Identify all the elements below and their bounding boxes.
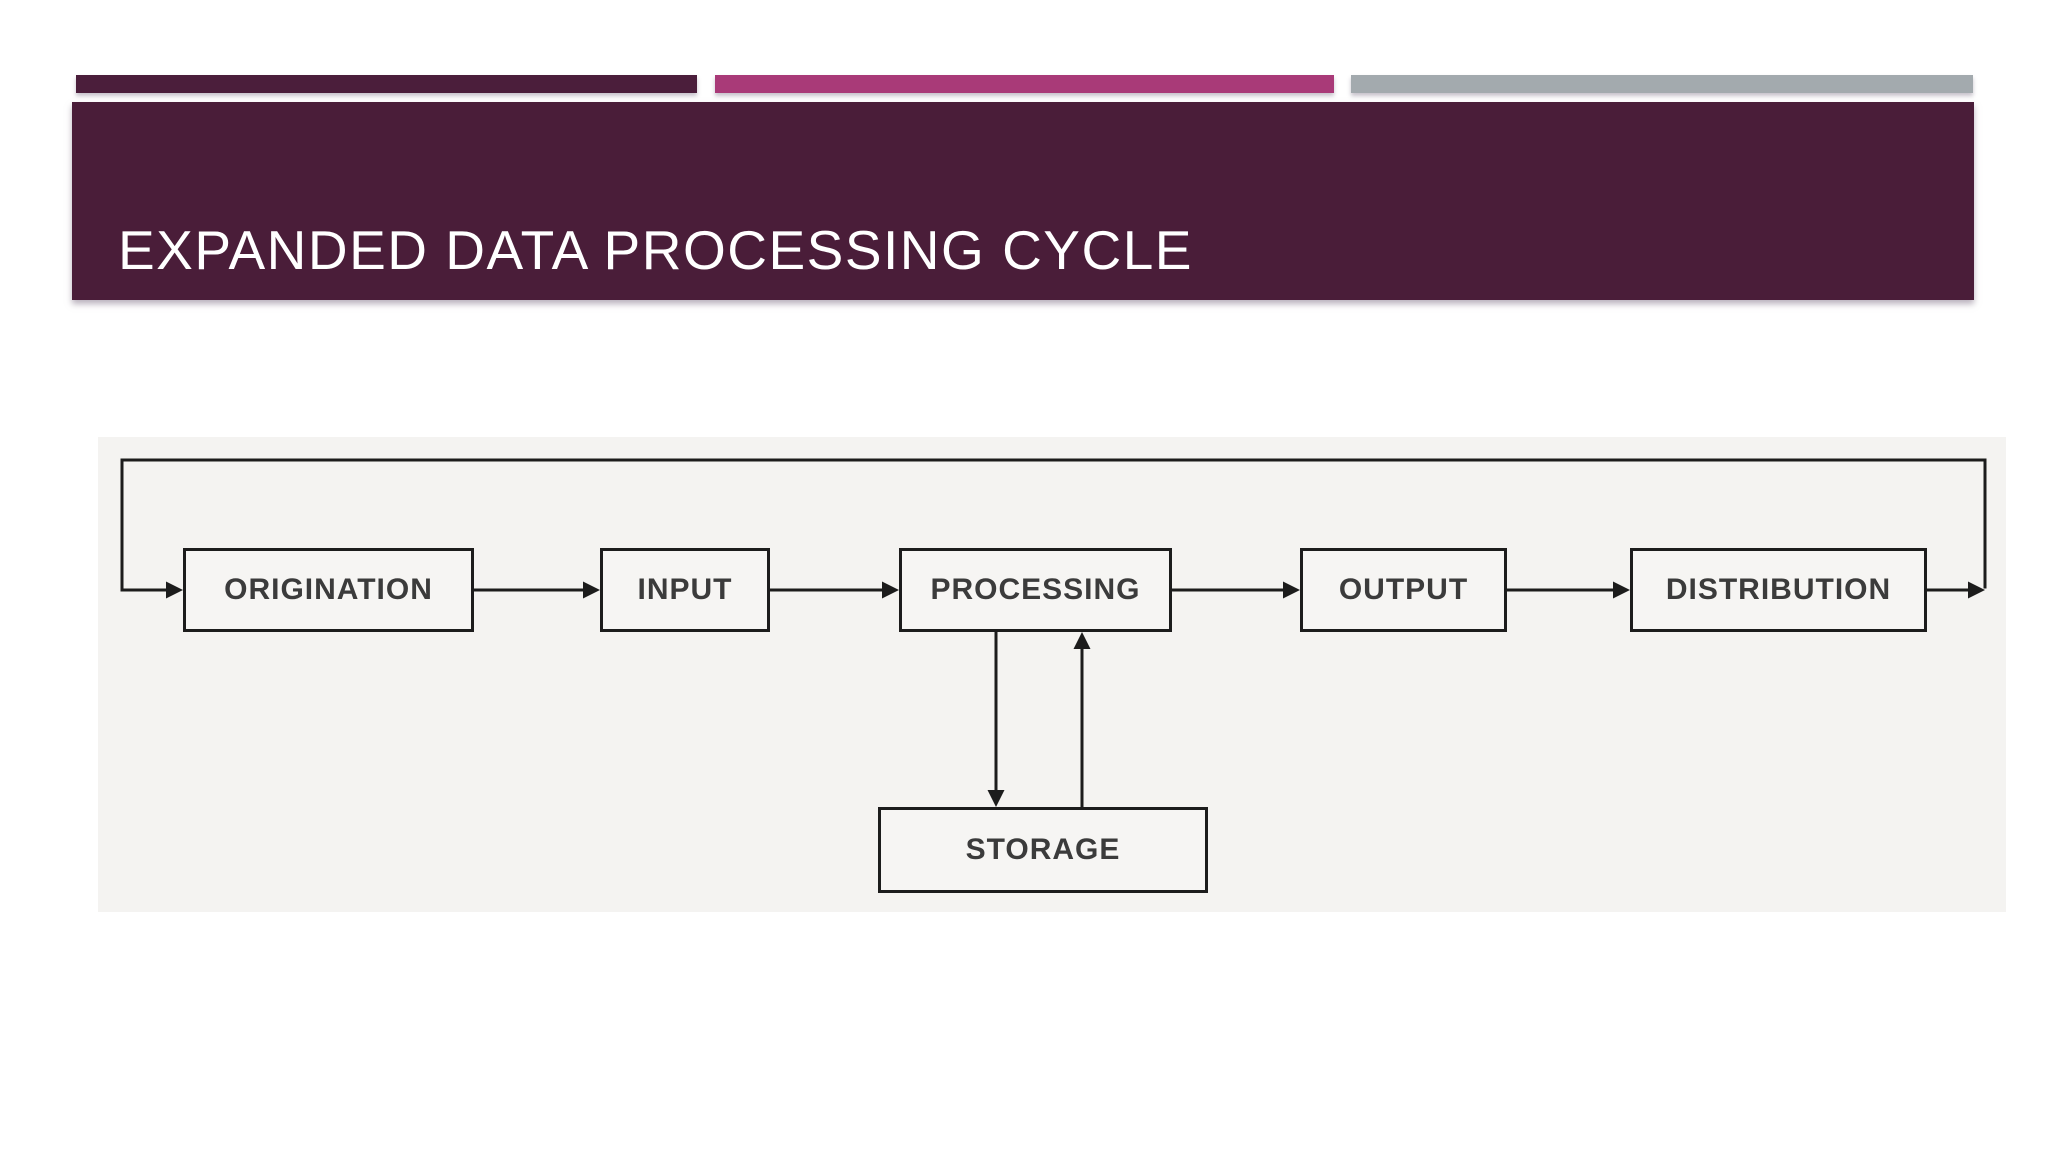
node-processing: PROCESSING [899, 548, 1172, 632]
data-processing-cycle-diagram: ORIGINATION INPUT PROCESSING OUTPUT DIST… [98, 437, 2006, 912]
arrowhead-into-origination [166, 581, 183, 599]
node-output-label: OUTPUT [1338, 573, 1469, 606]
node-distribution: DISTRIBUTION [1630, 548, 1927, 632]
node-storage: STORAGE [878, 807, 1208, 893]
edge-processing-storage [987, 632, 1005, 807]
arrowhead-into-feedback-riser [1968, 581, 1985, 599]
node-distribution-label: DISTRIBUTION [1665, 573, 1892, 606]
accent-bar-gray [1351, 75, 1973, 93]
edge-output-distribution [1507, 581, 1630, 599]
edge-storage-processing [1073, 632, 1091, 807]
edge-input-processing [770, 581, 899, 599]
node-storage-label: STORAGE [965, 833, 1121, 866]
title-banner: EXPANDED DATA PROCESSING CYCLE [72, 102, 1974, 300]
edge-origination-input [474, 581, 600, 599]
edge-feedback-loop [120, 458, 1987, 599]
arrowhead-down [987, 790, 1005, 807]
node-output: OUTPUT [1300, 548, 1507, 632]
arrowhead [1283, 581, 1300, 599]
node-processing-label: PROCESSING [930, 573, 1141, 606]
node-input-label: INPUT [637, 573, 733, 606]
arrowhead [583, 581, 600, 599]
node-origination-label: ORIGINATION [224, 573, 433, 606]
flow-connectors [120, 458, 1987, 807]
arrowhead [882, 581, 899, 599]
node-input: INPUT [600, 548, 770, 632]
arrowhead-up [1073, 632, 1091, 649]
slide-title: EXPANDED DATA PROCESSING CYCLE [118, 218, 1193, 281]
node-origination: ORIGINATION [183, 548, 474, 632]
accent-bar-magenta [715, 75, 1334, 93]
accent-bar-plum [76, 75, 697, 93]
edge-processing-output [1172, 581, 1300, 599]
arrowhead [1613, 581, 1630, 599]
